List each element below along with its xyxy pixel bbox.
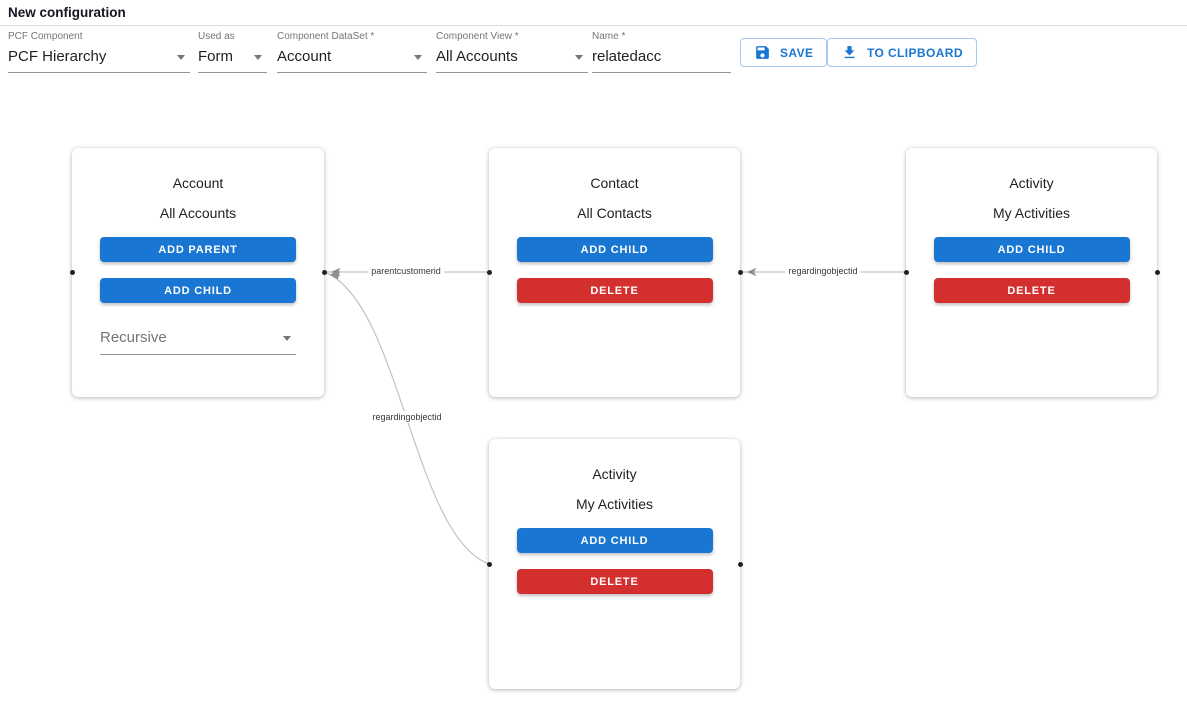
add-child-button[interactable]: ADD CHILD [516, 528, 713, 553]
node-card-account: Account All Accounts ADD PARENT ADD CHIL… [72, 148, 324, 397]
delete-button[interactable]: DELETE [516, 569, 713, 594]
add-parent-button[interactable]: ADD PARENT [100, 237, 296, 262]
field-value: All Accounts [436, 48, 518, 65]
download-icon [841, 44, 858, 61]
endpoint-account-right[interactable] [322, 270, 327, 275]
field-value: Form [198, 48, 233, 65]
component-dataset-select[interactable]: Component DataSet * Account [277, 31, 427, 73]
endpoint-contact-left[interactable] [487, 270, 492, 275]
to-clipboard-button-label: TO CLIPBOARD [867, 45, 963, 60]
recursive-select[interactable]: Recursive [100, 329, 296, 355]
arrow-icon [747, 267, 757, 277]
endpoint-account-left[interactable] [70, 270, 75, 275]
add-child-button[interactable]: ADD CHILD [100, 278, 296, 303]
save-button[interactable]: SAVE [740, 38, 828, 67]
component-view-select[interactable]: Component View * All Accounts [436, 31, 588, 73]
connection-label: regardingobjectid [369, 411, 445, 423]
field-value: PCF Hierarchy [8, 48, 107, 65]
caret-down-icon [177, 54, 185, 60]
endpoint-contact-right[interactable] [738, 270, 743, 275]
endpoint-activity-bottom-left[interactable] [487, 562, 492, 567]
to-clipboard-button[interactable]: TO CLIPBOARD [827, 38, 977, 67]
entity-title: Activity [592, 466, 637, 482]
caret-down-icon [283, 335, 291, 341]
floppy-disk-icon [754, 44, 771, 61]
view-name: All Accounts [159, 205, 237, 221]
connection-label: parentcustomerid [368, 265, 444, 277]
field-value: Account [277, 48, 332, 65]
save-button-label: SAVE [780, 45, 814, 60]
node-card-activity-top: Activity My Activities ADD CHILD DELETE [906, 148, 1157, 397]
view-name: My Activities [575, 496, 653, 512]
page-title: New configuration [8, 5, 126, 20]
connection-label: regardingobjectid [785, 265, 861, 277]
node-card-activity-bottom: Activity My Activities ADD CHILD DELETE [489, 439, 740, 689]
entity-title: Activity [1009, 175, 1054, 191]
caret-down-icon [414, 54, 422, 60]
endpoint-activity-top-right[interactable] [1155, 270, 1160, 275]
field-label: Name * [592, 31, 626, 42]
endpoint-activity-bottom-right[interactable] [738, 562, 743, 567]
name-field: Name * [592, 31, 731, 73]
delete-button[interactable]: DELETE [516, 278, 713, 303]
field-label: Used as [198, 31, 235, 42]
field-label: PCF Component [8, 31, 83, 42]
node-card-contact: Contact All Contacts ADD CHILD DELETE [489, 148, 740, 397]
arrow-icon [331, 267, 341, 277]
entity-title: Account [172, 175, 224, 191]
field-label: Component View * [436, 31, 519, 42]
caret-down-icon [575, 54, 583, 60]
endpoint-activity-top-left[interactable] [904, 270, 909, 275]
add-child-button[interactable]: ADD CHILD [933, 237, 1130, 262]
add-child-button[interactable]: ADD CHILD [516, 237, 713, 262]
pcf-component-select[interactable]: PCF Component PCF Hierarchy [8, 31, 190, 73]
header-divider [0, 25, 1187, 26]
name-input[interactable] [592, 48, 731, 73]
arrow-icon [329, 270, 340, 280]
field-label: Component DataSet * [277, 31, 375, 42]
view-name: My Activities [992, 205, 1070, 221]
caret-down-icon [254, 54, 262, 60]
view-name: All Contacts [577, 205, 652, 221]
delete-button[interactable]: DELETE [933, 278, 1130, 303]
recursive-select-label: Recursive [100, 329, 167, 346]
used-as-select[interactable]: Used as Form [198, 31, 267, 73]
entity-title: Contact [590, 175, 639, 191]
